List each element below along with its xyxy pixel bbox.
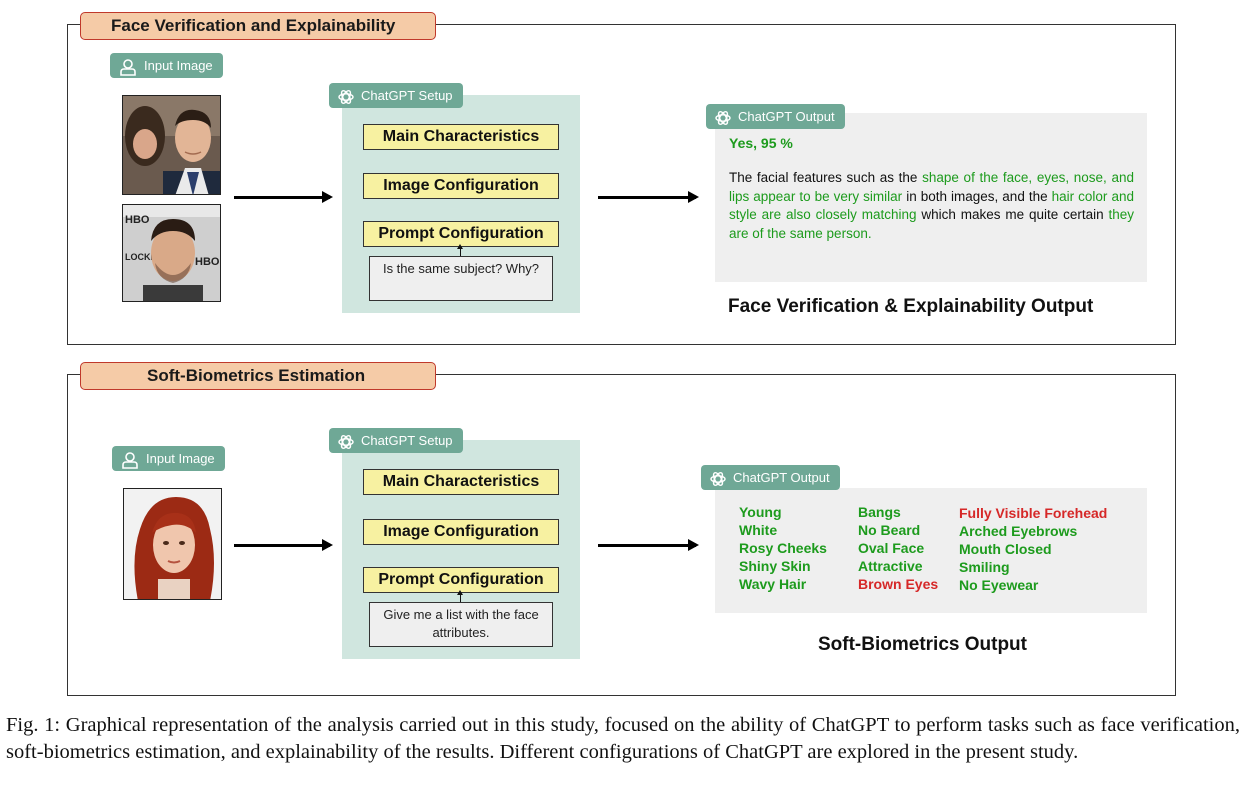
chatgpt-setup-text-2: ChatGPT Setup: [361, 433, 453, 448]
openai-logo-icon: [714, 109, 732, 127]
attribute-column-1: Young White Rosy Cheeks Shiny Skin Wavy …: [739, 503, 827, 593]
prompt-text-1: Is the same subject? Why?: [369, 256, 553, 301]
explanation-part: shape of the face, eyes, nose, and lips …: [729, 170, 1134, 204]
attribute-item: Smiling: [959, 559, 1010, 575]
soft-biometrics-title: Soft-Biometrics Estimation: [80, 362, 436, 390]
attribute-item: No Eyewear: [959, 577, 1039, 593]
chatgpt-output-text-2: ChatGPT Output: [733, 470, 830, 485]
verification-answer: Yes, 95 %: [729, 135, 793, 151]
chatgpt-output-box-2: Young White Rosy Cheeks Shiny Skin Wavy …: [715, 488, 1147, 613]
attribute-item: No Beard: [858, 522, 921, 538]
person-icon: [120, 450, 140, 470]
chatgpt-setup-box-1: Main Characteristics Image Configuration…: [342, 95, 580, 313]
openai-logo-icon: [337, 88, 355, 106]
input-photo-man-2: HBO LOCKB HBO: [122, 204, 221, 302]
input-image-text-2: Input Image: [146, 451, 215, 466]
chatgpt-setup-text-1: ChatGPT Setup: [361, 88, 453, 103]
chatgpt-setup-label-2: ChatGPT Setup: [329, 428, 463, 453]
verification-explanation: The facial features such as the shape of…: [729, 169, 1134, 243]
verification-output-title: Face Verification & Explainability Outpu…: [728, 296, 1094, 317]
explanation-part: which makes me quite certain: [916, 207, 1109, 222]
input-photo-woman: [123, 488, 222, 600]
explanation-part: The facial features such as the: [729, 170, 923, 185]
input-image-label-2: Input Image: [112, 446, 225, 471]
chatgpt-setup-label-1: ChatGPT Setup: [329, 83, 463, 108]
input-image-label-1: Input Image: [110, 53, 223, 78]
figure-caption: Fig. 1: Graphical representation of the …: [6, 714, 1240, 763]
svg-text:HBO: HBO: [195, 256, 220, 268]
chatgpt-output-box-1: Yes, 95 % The facial features such as th…: [715, 113, 1147, 282]
svg-text:HBO: HBO: [125, 214, 150, 226]
explanation-part: hair color and style are also closely ma…: [729, 188, 1134, 223]
attribute-item: Fully Visible Forehead: [959, 505, 1108, 521]
attribute-item: Oval Face: [858, 540, 925, 556]
prompt-text-2: Give me a list with the face attributes.: [369, 602, 553, 647]
input-photo-man-1: [122, 95, 221, 195]
prompt-up-arrow-1: [457, 244, 463, 256]
prompt-up-arrow-2: [457, 590, 463, 602]
attribute-item: White: [739, 522, 778, 538]
explanation-part: they are of the same person.: [729, 207, 1134, 241]
person-icon: [118, 57, 138, 77]
attribute-item: Attractive: [858, 558, 923, 574]
chatgpt-output-text-1: ChatGPT Output: [738, 109, 835, 124]
arrow-setup-to-output-1: [598, 191, 699, 203]
main-characteristics-2: Main Characteristics: [363, 469, 559, 495]
attribute-item: Rosy Cheeks: [739, 540, 827, 556]
arrow-setup-to-output-2: [598, 539, 699, 551]
attribute-item: Arched Eyebrows: [959, 523, 1078, 539]
soft-biometrics-output-title: Soft-Biometrics Output: [818, 634, 1027, 655]
openai-logo-icon: [337, 433, 355, 451]
attribute-item: Young: [739, 504, 782, 520]
attribute-item: Shiny Skin: [739, 558, 811, 574]
chatgpt-output-label-1: ChatGPT Output: [706, 104, 845, 129]
chatgpt-output-label-2: ChatGPT Output: [701, 465, 840, 490]
attribute-item: Brown Eyes: [858, 576, 939, 592]
arrow-input-to-setup-1: [234, 191, 333, 203]
attribute-item: Bangs: [858, 504, 901, 520]
openai-logo-icon: [709, 470, 727, 488]
prompt-configuration-1: Prompt Configuration: [363, 221, 559, 247]
attribute-item: Wavy Hair: [739, 576, 807, 592]
attribute-column-2: Bangs No Beard Oval Face Attractive Brow…: [858, 503, 938, 593]
attribute-item: Mouth Closed: [959, 541, 1052, 557]
chatgpt-setup-box-2: Main Characteristics Image Configuration…: [342, 440, 580, 659]
face-verification-title: Face Verification and Explainability: [80, 12, 436, 40]
main-characteristics-1: Main Characteristics: [363, 124, 559, 150]
image-configuration-2: Image Configuration: [363, 519, 559, 545]
input-image-text-1: Input Image: [144, 58, 213, 73]
attribute-column-3: Fully Visible Forehead Arched Eyebrows M…: [959, 504, 1107, 594]
image-configuration-1: Image Configuration: [363, 173, 559, 199]
arrow-input-to-setup-2: [234, 539, 333, 551]
svg-text:LOCKB: LOCKB: [125, 252, 157, 262]
prompt-configuration-2: Prompt Configuration: [363, 567, 559, 593]
explanation-part: in both images, and the: [902, 188, 1052, 204]
